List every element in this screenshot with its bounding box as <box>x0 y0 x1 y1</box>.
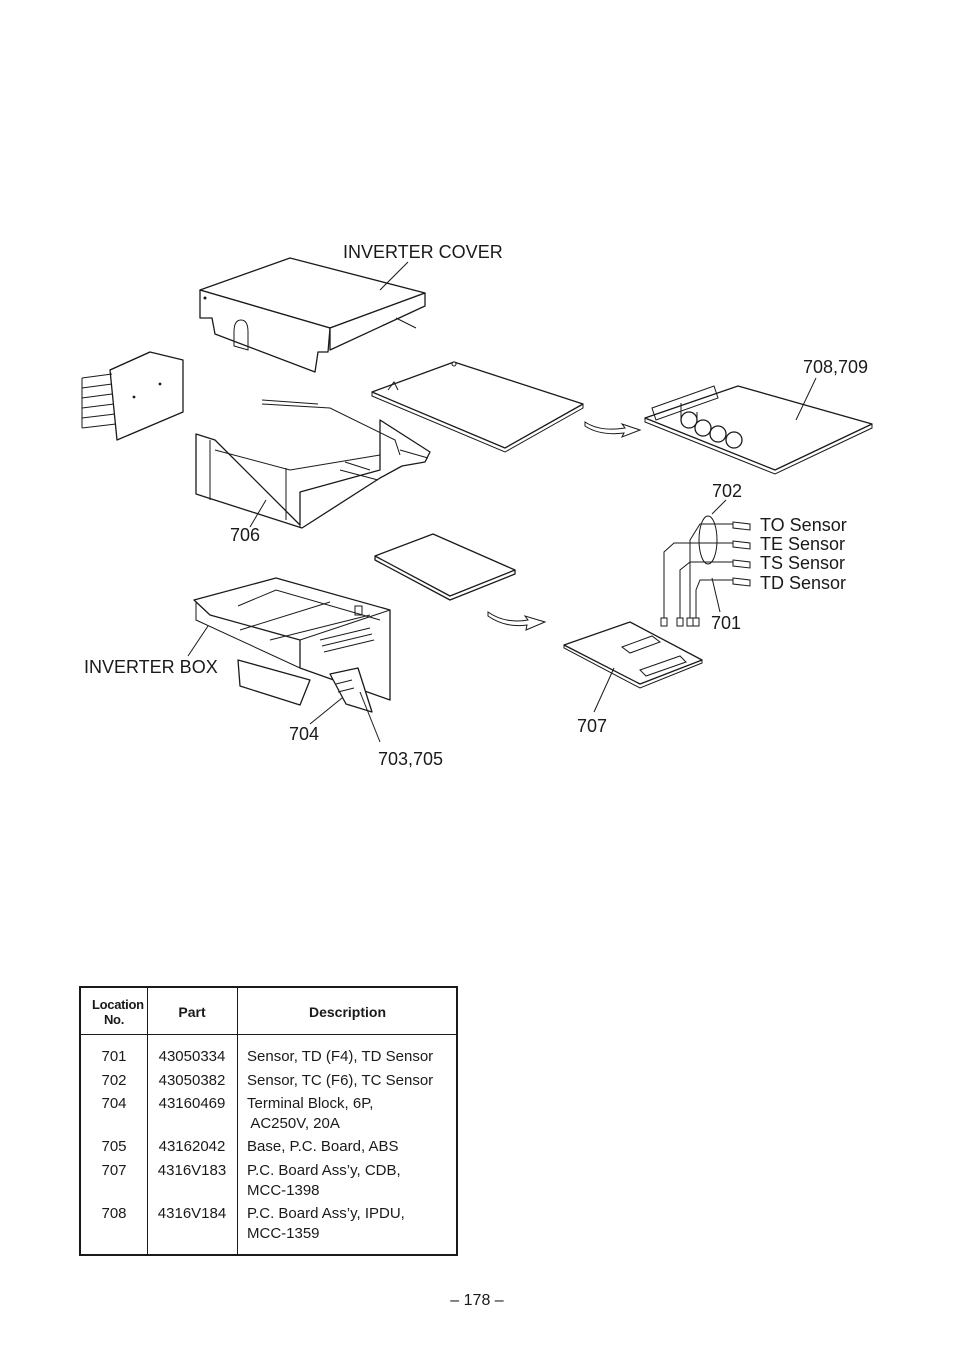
cell-location: 705 <box>101 1138 127 1155</box>
inverter-cover-drawing <box>199 257 426 373</box>
cell-part: 43162042 <box>158 1138 226 1155</box>
header-description: Description <box>308 1003 386 1020</box>
insulation-sheet-drawing <box>374 533 516 601</box>
cell-description: Terminal Block, 6P, AC250V, 20A <box>247 1095 374 1132</box>
cell-part: 4316V183 <box>157 1162 227 1179</box>
label-701: 701 <box>711 613 741 633</box>
label-inverter-cover: INVERTER COVER <box>343 242 503 262</box>
cell-part: 4316V184 <box>157 1205 227 1222</box>
flow-arrow <box>487 611 547 631</box>
cell-description: Base, P.C. Board, ABS <box>247 1138 399 1155</box>
cdb-board-drawing <box>563 621 703 689</box>
flow-arrow <box>584 421 642 438</box>
header-part: Part <box>178 1003 206 1020</box>
cell-description: P.C. Board Ass’y, IPDU, MCC-1359 <box>247 1205 405 1242</box>
cover-plate-drawing <box>371 361 584 453</box>
cell-part: 43050334 <box>158 1048 226 1065</box>
label-td-sensor: TD Sensor <box>760 573 846 593</box>
inverter-box-drawing <box>193 577 391 713</box>
cell-location: 707 <box>101 1162 127 1179</box>
label-707: 707 <box>577 716 607 736</box>
cell-location: 708 <box>101 1205 127 1222</box>
inverter-frame-drawing <box>195 399 431 529</box>
cell-location: 702 <box>101 1072 127 1089</box>
leader-lines <box>187 261 817 743</box>
label-708-709: 708,709 <box>803 357 868 377</box>
label-ts-sensor: TS Sensor <box>760 553 845 573</box>
column-divider <box>147 988 148 1254</box>
cell-location: 704 <box>101 1095 127 1112</box>
label-inverter-box: INVERTER BOX <box>84 657 218 677</box>
header-location: Location No. <box>92 996 144 1027</box>
column-divider <box>237 988 238 1254</box>
page-number: – 178 – <box>450 1292 504 1309</box>
label-704: 704 <box>289 724 319 744</box>
label-to-sensor: TO Sensor <box>760 515 847 535</box>
label-706: 706 <box>230 525 260 545</box>
parts-table: Location No. Part Description 701 430503… <box>79 986 458 1256</box>
heat-sink-drawing <box>81 351 184 441</box>
cell-description: P.C. Board Ass’y, CDB, MCC-1398 <box>247 1162 401 1199</box>
cell-part: 43050382 <box>158 1072 226 1089</box>
cell-location: 701 <box>101 1048 127 1065</box>
label-703-705: 703,705 <box>378 749 443 769</box>
cell-description: Sensor, TD (F4), TD Sensor <box>247 1048 434 1065</box>
label-702: 702 <box>712 481 742 501</box>
sensor-harness-drawing <box>660 515 751 627</box>
cell-part: 43160469 <box>158 1095 226 1112</box>
cell-description: Sensor, TC (F6), TC Sensor <box>247 1072 434 1089</box>
ipdu-board-drawing <box>644 385 873 475</box>
table-header: Location No. Part Description <box>81 988 456 1035</box>
label-te-sensor: TE Sensor <box>760 534 845 554</box>
